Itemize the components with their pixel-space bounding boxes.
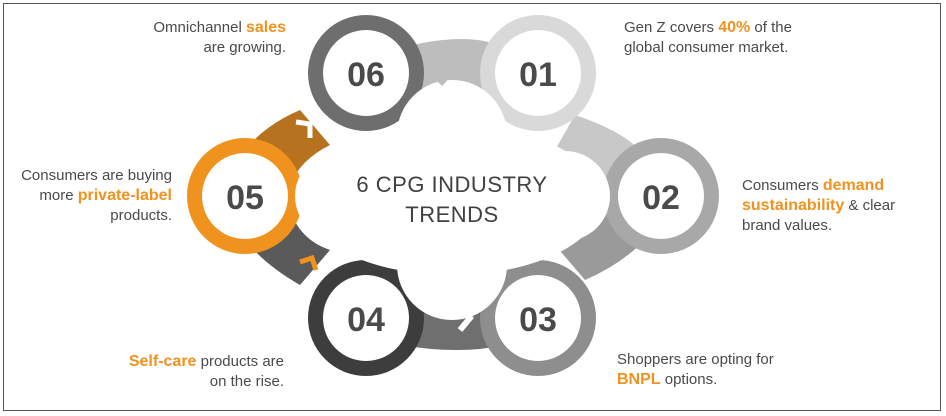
border-frame [3, 3, 941, 411]
caption-03-text-post: options. [660, 371, 718, 388]
trend-number-06: 06 [347, 56, 385, 94]
caption-05-highlight: private-label [77, 187, 172, 204]
caption-02-text: Consumers [742, 177, 823, 194]
caption-06: Omnichannel sales are growing. [153, 18, 286, 58]
trend-number-03: 03 [519, 301, 557, 339]
disc-06 [323, 30, 409, 116]
caption-05-line1: Consumers are buying [21, 167, 172, 184]
arrow-icon [437, 59, 455, 87]
caption-02-line3: brand values. [742, 217, 833, 234]
caption-04: Self-care products are on the rise. [129, 352, 284, 392]
caption-04-highlight: Self-care [128, 353, 197, 370]
trend-number-01: 01 [519, 56, 557, 94]
caption-01-line2: global consumer market. [624, 39, 789, 56]
caption-01-highlight: 40% [718, 19, 751, 36]
caption-03-highlight: BNPL [617, 371, 661, 388]
disc-02 [618, 153, 704, 239]
caption-06-line2: are growing. [203, 39, 286, 56]
caption-01: Gen Z covers 40% of the global consumer … [624, 18, 792, 58]
caption-02-text-post: & clear [844, 197, 896, 214]
caption-01-text: Gen Z covers [624, 19, 719, 36]
disc-03 [495, 275, 581, 361]
caption-05-text: more [39, 187, 78, 204]
caption-06-text: Omnichannel [153, 19, 246, 36]
caption-05-line3: products. [110, 207, 172, 224]
center-cloud [295, 80, 610, 320]
center-title-line-2: TRENDS [405, 202, 498, 227]
center-title-line-1: 6 CPG INDUSTRY [356, 172, 547, 197]
trend-number-04: 04 [347, 301, 385, 339]
arrow-icon [295, 119, 313, 138]
caption-02-highlight-2: sustainability [742, 197, 845, 214]
caption-06-highlight: sales [245, 19, 286, 36]
disc-05 [202, 153, 288, 239]
disc-01 [495, 30, 581, 116]
caption-02-highlight: demand [822, 177, 885, 194]
caption-03-line1: Shoppers are opting for [617, 351, 774, 368]
caption-01-text-post: of the [750, 19, 792, 36]
caption-02: Consumers demand sustainability & clear … [742, 176, 895, 236]
arrow-icon [299, 254, 319, 271]
arrow-icon [457, 304, 474, 332]
connector-06-01 [400, 39, 505, 100]
trend-number-02: 02 [642, 179, 680, 217]
caption-04-line2: on the rise. [209, 373, 284, 390]
disc-04 [323, 275, 409, 361]
caption-03: Shoppers are opting for BNPL options. [617, 350, 774, 390]
trend-number-05: 05 [226, 179, 264, 217]
caption-05: Consumers are buying more private-label … [21, 166, 172, 226]
caption-04-text-post: products are [196, 353, 284, 370]
